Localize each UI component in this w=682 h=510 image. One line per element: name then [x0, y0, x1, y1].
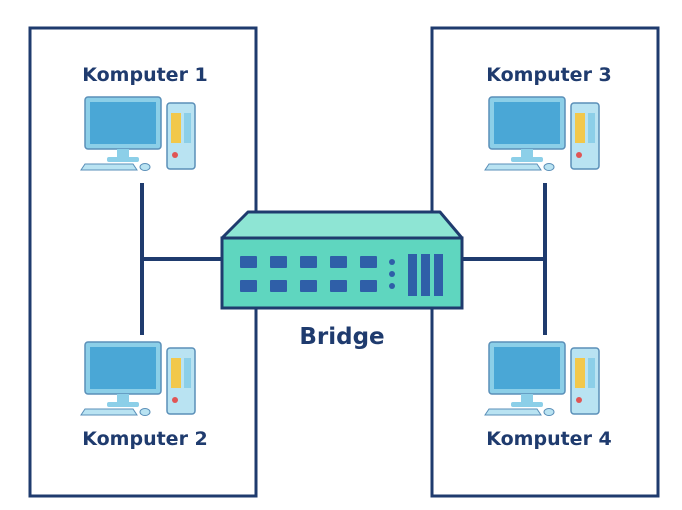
bridge-slot — [434, 254, 443, 296]
bridge-device — [220, 210, 464, 310]
computer-1-label: Komputer 1 — [82, 64, 208, 86]
bridge-label: Bridge — [299, 324, 385, 350]
bridge-port — [300, 280, 317, 292]
bridge-slot — [408, 254, 417, 296]
bridge-led — [389, 259, 395, 265]
computer-4-label: Komputer 4 — [486, 428, 612, 450]
bridge-port — [300, 256, 317, 268]
bridge-port — [270, 256, 287, 268]
bridge-led — [389, 271, 395, 277]
bridge-top-face — [220, 210, 464, 240]
computer-icon — [484, 96, 600, 171]
computer-icon — [80, 341, 196, 416]
bridge-slot — [421, 254, 430, 296]
bridge-slots — [408, 254, 443, 296]
bridge-port — [270, 280, 287, 292]
computer-icon — [80, 96, 196, 171]
bridge-port — [360, 280, 377, 292]
computer-2-label: Komputer 2 — [82, 428, 208, 450]
bridge-ports — [240, 256, 377, 292]
bridge-port — [360, 256, 377, 268]
bridge-port — [330, 280, 347, 292]
bridge-port — [240, 280, 257, 292]
bridge-led — [389, 283, 395, 289]
computer-3-label: Komputer 3 — [486, 64, 612, 86]
bridge-port — [330, 256, 347, 268]
bridge-leds — [389, 259, 395, 289]
left-connection-lines — [140, 183, 225, 335]
bridge-port — [240, 256, 257, 268]
computer-icon — [484, 341, 600, 416]
right-connection-lines — [462, 183, 547, 335]
